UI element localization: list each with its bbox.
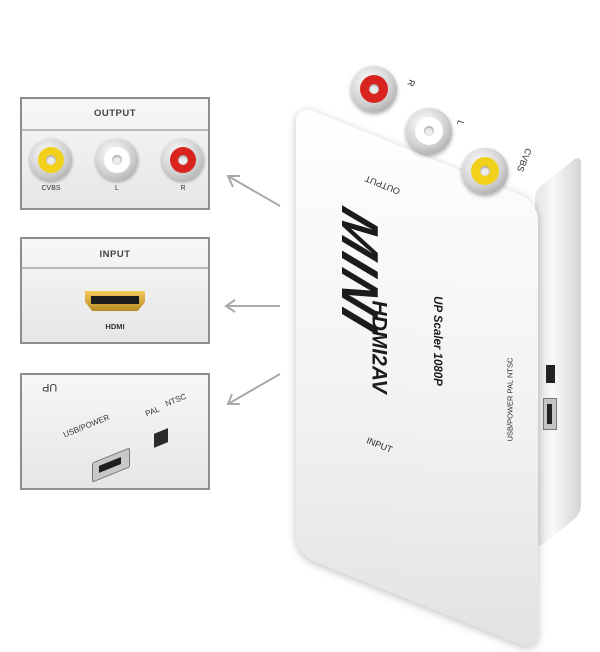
- panel-divider: [22, 267, 208, 269]
- device-pal-ntsc-switch: [546, 365, 555, 383]
- output-detail-panel: OUTPUT CVBS L R: [20, 97, 210, 210]
- output-panel-title: OUTPUT: [93, 108, 137, 119]
- side-detail-panel: UP USB/POWER PAL NTSC: [20, 373, 210, 490]
- model-name: HDMI2AV: [367, 300, 391, 394]
- usb-power-label: USB/POWER: [62, 412, 111, 440]
- model-subtitle: UP Scaler 1080P: [430, 296, 443, 386]
- pal-ntsc-switch: [154, 428, 168, 448]
- input-arrow-icon: [224, 299, 280, 313]
- ntsc-label: NTSC: [164, 391, 188, 409]
- device-side-label: USB/POWER PAL NTSC: [505, 357, 515, 442]
- mini-usb-port: [92, 447, 130, 483]
- device-left-audio-jack: [406, 108, 452, 154]
- side-top-text: UP: [42, 381, 58, 393]
- output-arrow-icon: [226, 175, 281, 207]
- device-side-face: [535, 154, 581, 551]
- device-cvbs-label: CVBS: [515, 146, 534, 174]
- pal-label: PAL: [144, 404, 161, 419]
- product-image: OUTPUT CVBS L R INPUT HDMI UP USB/POWER …: [20, 66, 581, 652]
- device-r-label: R: [405, 78, 418, 88]
- device-l-label: L: [454, 118, 467, 128]
- device-cvbs-jack: [462, 148, 508, 194]
- device-mini-usb-port: [543, 398, 557, 430]
- left-audio-jack-label: L: [115, 185, 119, 192]
- panel-divider: [22, 129, 208, 131]
- cvbs-jack-label: CVBS: [41, 185, 61, 192]
- input-detail-panel: INPUT HDMI: [20, 237, 210, 344]
- hdmi-port-label: HDMI: [105, 322, 125, 331]
- right-audio-jack-label: R: [180, 185, 186, 192]
- side-arrow-icon: [226, 373, 281, 405]
- left-audio-jack: [96, 139, 138, 181]
- input-panel-title: INPUT: [99, 249, 131, 260]
- device-right-audio-jack: [351, 66, 397, 112]
- hdmi-port: [85, 291, 145, 311]
- right-audio-jack: [162, 139, 204, 181]
- cvbs-jack: [30, 139, 72, 181]
